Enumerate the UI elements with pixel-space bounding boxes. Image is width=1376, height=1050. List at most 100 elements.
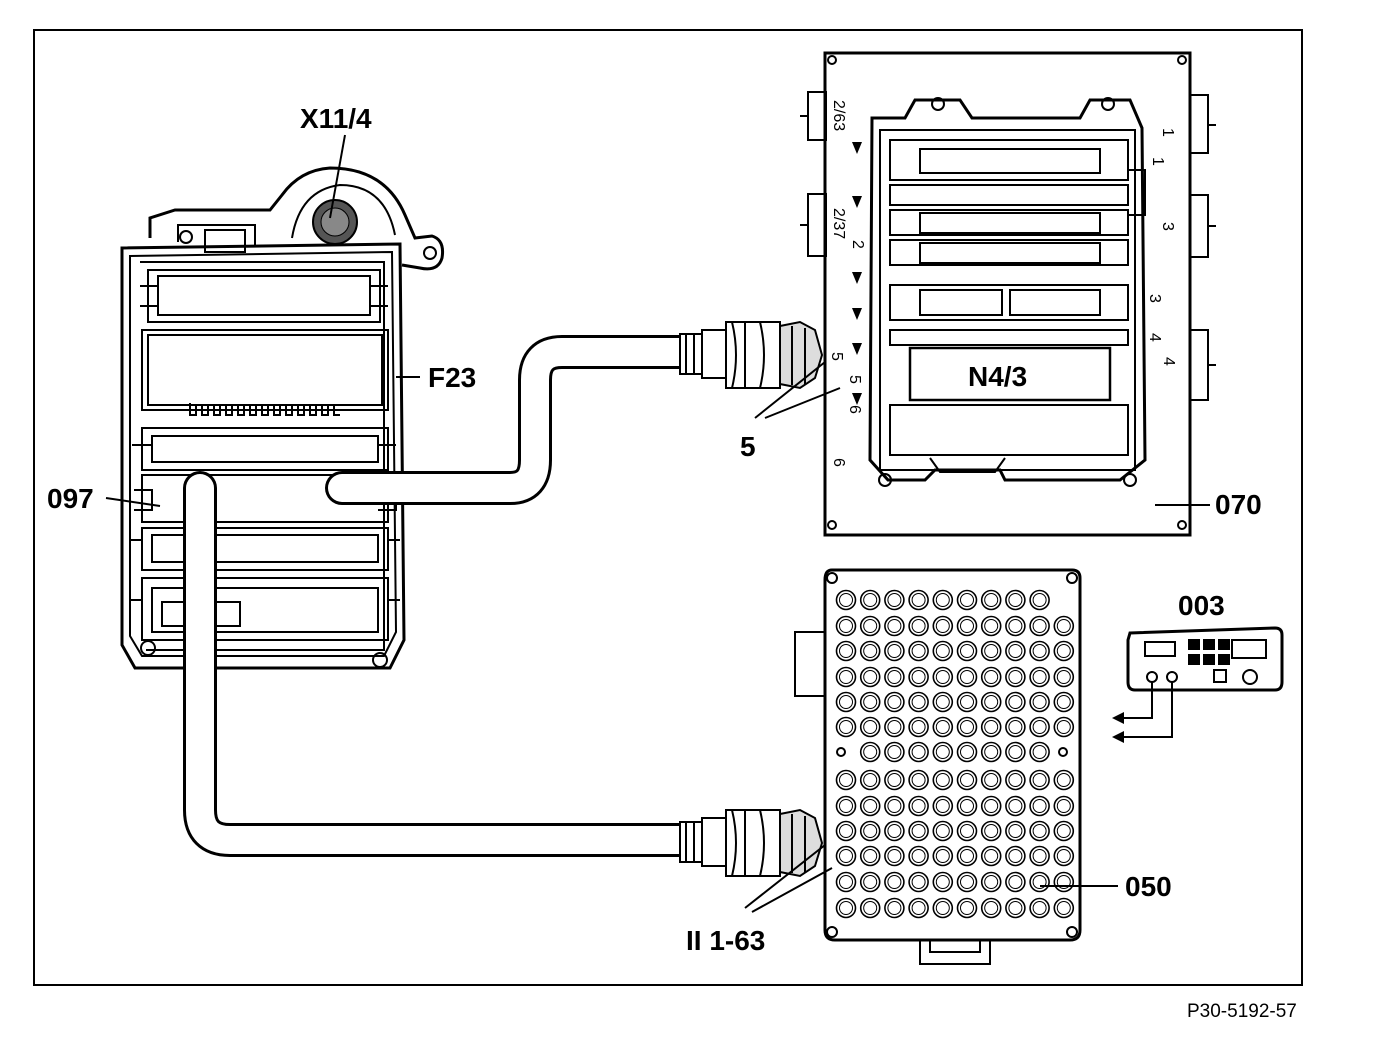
socket-inner (887, 849, 902, 863)
label-050: 050 (1125, 871, 1172, 902)
socket-inner (1008, 849, 1023, 863)
socket-inner (887, 720, 902, 734)
socket-inner (1032, 773, 1047, 787)
socket-inner (1032, 824, 1047, 838)
socket-inner (839, 619, 853, 633)
socket-inner (1008, 901, 1023, 915)
pin-label-4b: 4 (1160, 357, 1177, 366)
label-097: 097 (47, 483, 94, 514)
socket-inner (984, 824, 999, 838)
pin-label-2-37: 2/37 (830, 208, 847, 239)
socket-inner (863, 644, 878, 658)
socket-inner (911, 799, 926, 813)
figure-id: P30-5192-57 (1187, 1001, 1297, 1022)
pin-label-3b: 3 (1146, 294, 1163, 303)
label-003: 003 (1178, 590, 1225, 621)
socket-inner (935, 799, 950, 813)
socket-inner (984, 745, 999, 759)
socket-inner (984, 901, 999, 915)
socket-inner (935, 745, 950, 759)
socket-inner (960, 901, 974, 915)
socket-inner (863, 875, 878, 889)
multimeter-003 (1112, 626, 1284, 743)
socket-inner (863, 720, 878, 734)
socket-inner (839, 799, 853, 813)
socket-inner (935, 773, 950, 787)
socket-inner (1056, 670, 1071, 684)
pin-label-1b: 1 (1149, 157, 1166, 166)
socket-inner (1056, 720, 1071, 734)
socket-inner (911, 593, 926, 607)
pin-label-6b: 6 (830, 458, 847, 467)
f23-module (120, 166, 444, 670)
socket-inner (1008, 593, 1023, 607)
socket-inner (863, 670, 878, 684)
socket-inner (984, 670, 999, 684)
socket-inner (935, 593, 950, 607)
socket-inner (1032, 619, 1047, 633)
socket-inner (1032, 875, 1047, 889)
socket-inner (960, 773, 974, 787)
socket-inner (935, 695, 950, 709)
pin-label-2-63: 2/63 (830, 100, 847, 131)
socket-inner (887, 619, 902, 633)
socket-inner (1008, 824, 1023, 838)
socket-inner (1032, 849, 1047, 863)
socket-inner (863, 619, 878, 633)
socket-inner (960, 745, 974, 759)
socket-inner (984, 644, 999, 658)
socket-inner (960, 593, 974, 607)
socket-inner (887, 773, 902, 787)
socket-inner (960, 619, 974, 633)
cable-to-050 (183, 471, 697, 857)
socket-inner (1008, 644, 1023, 658)
socket-inner (984, 849, 999, 863)
socket-inner (911, 619, 926, 633)
socket-inner (960, 875, 974, 889)
socket-inner (984, 773, 999, 787)
socket-inner (1032, 593, 1047, 607)
socket-inner (1056, 619, 1071, 633)
socket-inner (935, 875, 950, 889)
plug-upper (679, 320, 824, 390)
socket-inner (911, 849, 926, 863)
socket-inner (863, 695, 878, 709)
socket-inner (863, 824, 878, 838)
pin-label-6a: 6 (846, 405, 863, 414)
socket-inner (887, 695, 902, 709)
socket-inner (839, 593, 853, 607)
socket-inner (839, 849, 853, 863)
label-n4-3: N4/3 (968, 361, 1027, 392)
breakout-box-050 (794, 568, 1082, 965)
pin-label-2: 2 (849, 240, 866, 249)
socket-inner (887, 745, 902, 759)
socket-inner (1056, 901, 1071, 915)
socket-inner (911, 720, 926, 734)
socket-inner (1008, 799, 1023, 813)
socket-inner (839, 720, 853, 734)
socket-inner (960, 670, 974, 684)
socket-inner (1008, 720, 1023, 734)
socket-inner (863, 773, 878, 787)
socket-inner (887, 644, 902, 658)
socket-inner (1056, 799, 1071, 813)
socket-inner (839, 824, 853, 838)
socket-inner (863, 901, 878, 915)
socket-inner (1008, 619, 1023, 633)
socket-inner (984, 799, 999, 813)
socket-inner (1008, 695, 1023, 709)
socket-inner (984, 875, 999, 889)
pin-label-5a: 5 (828, 352, 845, 361)
socket-inner (1008, 773, 1023, 787)
socket-inner (935, 720, 950, 734)
socket-inner (960, 799, 974, 813)
socket-inner (911, 644, 926, 658)
socket-inner (1056, 695, 1071, 709)
socket-inner (960, 824, 974, 838)
label-5: 5 (740, 431, 756, 462)
socket-inner (911, 773, 926, 787)
n4-3-ecu (908, 346, 1112, 402)
label-ii-1-63: II 1-63 (686, 925, 765, 956)
socket-inner (863, 799, 878, 813)
socket-inner (1056, 849, 1071, 863)
